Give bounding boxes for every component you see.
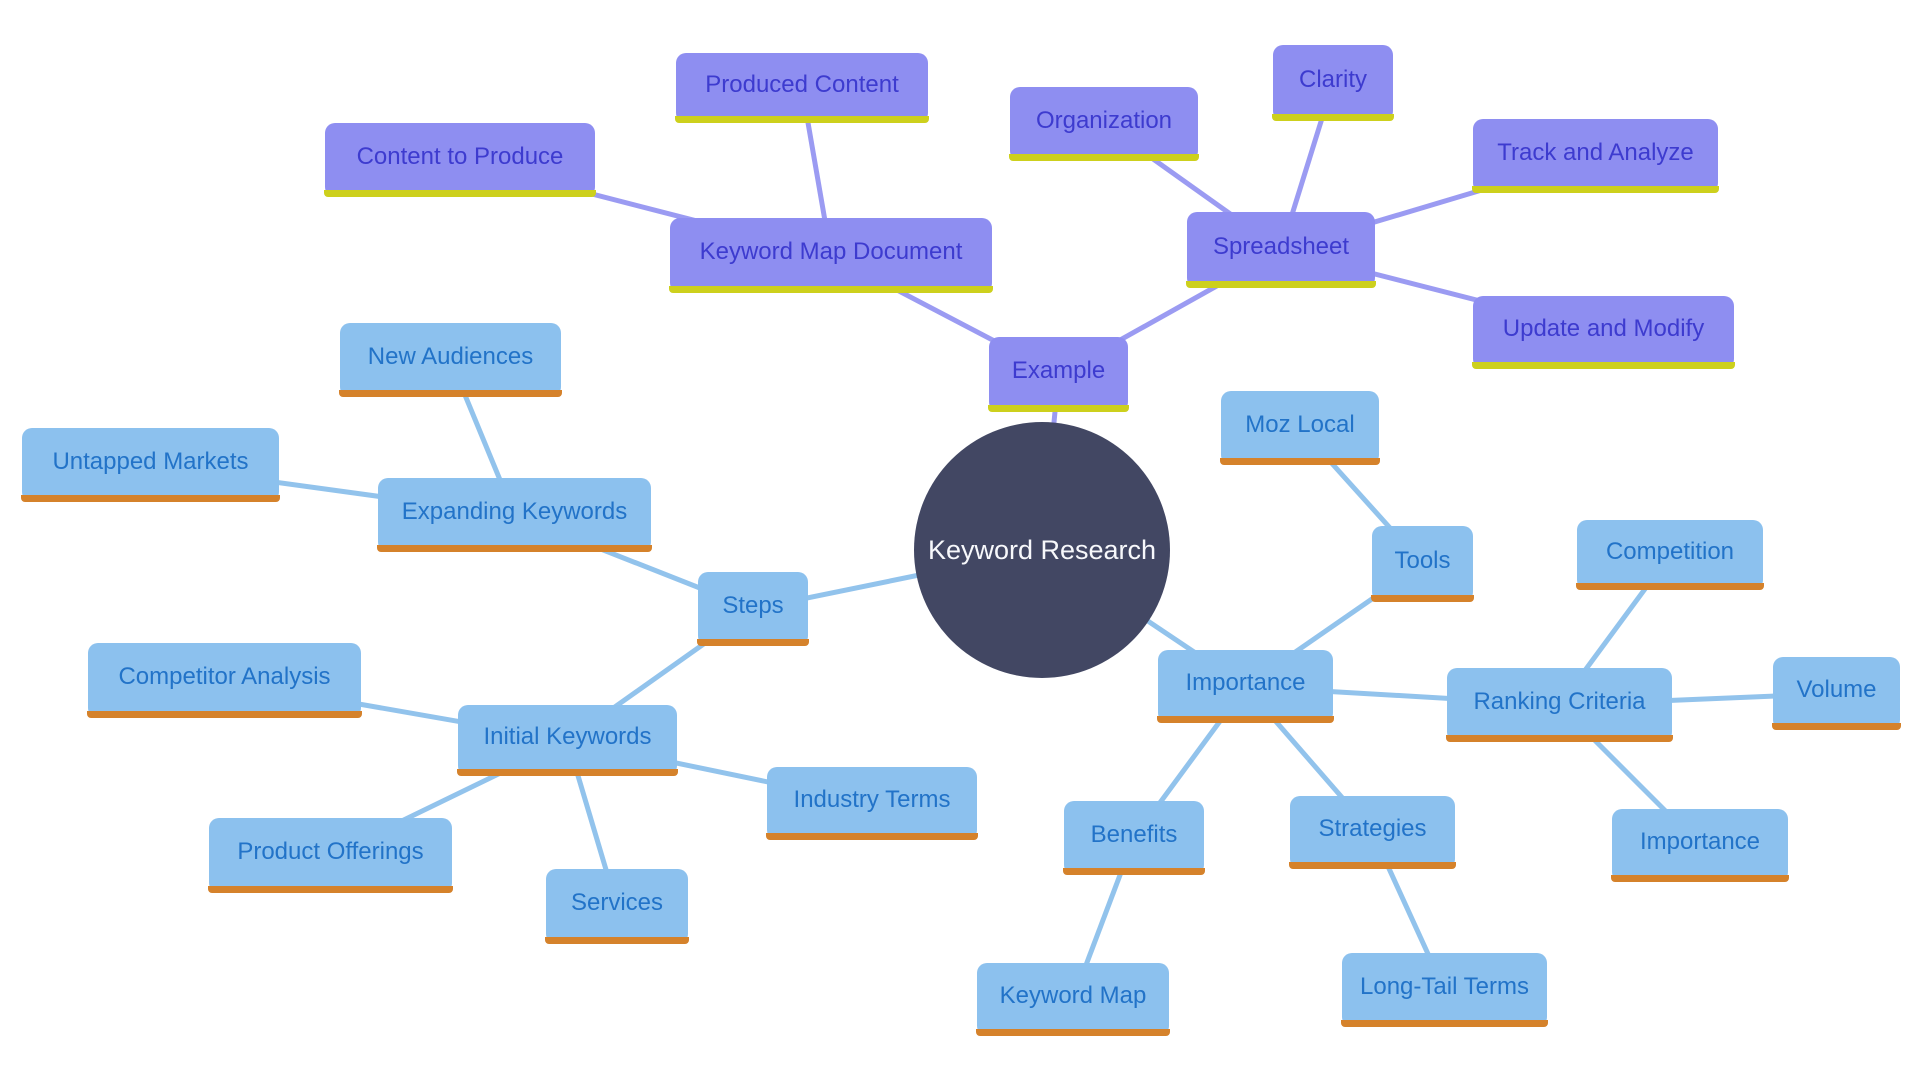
node-tools[interactable]: Tools: [1371, 526, 1474, 602]
node-underline-bar: [1186, 281, 1376, 288]
node-label: Expanding Keywords: [401, 497, 628, 525]
node-underline-bar: [1371, 595, 1474, 602]
node-underline-bar: [1157, 716, 1334, 723]
node-underline-bar: [669, 286, 993, 293]
node-label: Clarity: [1298, 65, 1367, 93]
node-underline-bar: [457, 769, 678, 776]
node-label: Competition: [1605, 537, 1735, 565]
node-long-tail-terms[interactable]: Long-Tail Terms: [1341, 953, 1548, 1027]
node-underline-bar: [1446, 735, 1673, 742]
node-label: Product Offerings: [237, 838, 424, 865]
node-spreadsheet[interactable]: Spreadsheet: [1186, 212, 1376, 288]
node-label: Importance: [1185, 669, 1306, 696]
node-label: Organization: [1035, 106, 1173, 134]
node-underline-bar: [1220, 458, 1380, 465]
node-label: Keyword Map Document: [699, 238, 963, 265]
node-new-audiences[interactable]: New Audiences: [339, 323, 562, 397]
node-underline-bar: [1611, 875, 1789, 882]
node-update-and-modify[interactable]: Update and Modify: [1472, 296, 1735, 369]
node-label: Services: [570, 889, 664, 916]
node-label: Update and Modify: [1502, 315, 1705, 342]
node-volume[interactable]: Volume: [1772, 657, 1901, 730]
node-importance-leaf[interactable]: Importance: [1611, 809, 1789, 882]
node-example[interactable]: Example: [988, 337, 1129, 412]
node-organization[interactable]: Organization: [1009, 87, 1199, 161]
node-strategies[interactable]: Strategies: [1289, 796, 1456, 869]
node-underline-bar: [339, 390, 562, 397]
node-label: Initial Keywords: [483, 723, 652, 750]
node-label: Benefits: [1090, 820, 1178, 848]
node-underline-bar: [1272, 114, 1394, 121]
node-underline-bar: [766, 833, 978, 840]
node-competitor-analysis[interactable]: Competitor Analysis: [87, 643, 362, 718]
node-underline-bar: [545, 937, 689, 944]
node-label: Track and Analyze: [1497, 138, 1694, 166]
node-underline-bar: [976, 1029, 1170, 1036]
central-topic-keyword-research[interactable]: Keyword Research: [914, 422, 1170, 678]
node-keyword-map[interactable]: Keyword Map: [976, 963, 1170, 1036]
node-untapped-markets[interactable]: Untapped Markets: [21, 428, 280, 502]
node-label: Ranking Criteria: [1473, 687, 1646, 715]
node-benefits[interactable]: Benefits: [1063, 801, 1205, 875]
node-label: Tools: [1394, 546, 1451, 574]
node-initial-keywords[interactable]: Initial Keywords: [457, 705, 678, 776]
node-label: Example: [1011, 357, 1106, 384]
node-label: New Audiences: [367, 342, 534, 370]
node-label: Untapped Markets: [52, 447, 249, 475]
node-competition[interactable]: Competition: [1576, 520, 1764, 590]
node-moz-local[interactable]: Moz Local: [1220, 391, 1380, 465]
node-importance-hub[interactable]: Importance: [1157, 650, 1334, 723]
node-label: Volume: [1796, 676, 1877, 703]
node-ranking-criteria[interactable]: Ranking Criteria: [1446, 668, 1673, 742]
node-industry-terms[interactable]: Industry Terms: [766, 767, 978, 840]
node-content-to-produce[interactable]: Content to Produce: [324, 123, 596, 197]
node-label: Content to Produce: [356, 142, 564, 170]
node-track-and-analyze[interactable]: Track and Analyze: [1472, 119, 1719, 193]
node-underline-bar: [988, 405, 1129, 412]
node-product-offerings[interactable]: Product Offerings: [208, 818, 453, 893]
node-underline-bar: [675, 116, 929, 123]
node-keyword-map-document[interactable]: Keyword Map Document: [669, 218, 993, 293]
node-underline-bar: [1009, 154, 1199, 161]
node-underline-bar: [1472, 186, 1719, 193]
node-label: Industry Terms: [793, 786, 951, 813]
node-services[interactable]: Services: [545, 869, 689, 944]
node-underline-bar: [1341, 1020, 1548, 1027]
node-underline-bar: [1472, 362, 1735, 369]
node-produced-content[interactable]: Produced Content: [675, 53, 929, 123]
node-underline-bar: [377, 545, 652, 552]
node-label: Spreadsheet: [1212, 232, 1350, 260]
node-label: Moz Local: [1245, 410, 1355, 438]
node-expanding-keywords[interactable]: Expanding Keywords: [377, 478, 652, 552]
node-underline-bar: [1063, 868, 1205, 875]
node-underline-bar: [208, 886, 453, 893]
node-underline-bar: [697, 639, 809, 646]
node-underline-bar: [21, 495, 280, 502]
node-underline-bar: [324, 190, 596, 197]
node-label: Steps: [722, 591, 784, 619]
node-underline-bar: [87, 711, 362, 718]
node-underline-bar: [1289, 862, 1456, 869]
node-label: Long-Tail Terms: [1360, 972, 1529, 1000]
node-underline-bar: [1576, 583, 1764, 590]
node-steps[interactable]: Steps: [697, 572, 809, 646]
node-clarity[interactable]: Clarity: [1272, 45, 1394, 121]
node-label: Strategies: [1318, 815, 1427, 842]
node-label: Produced Content: [705, 70, 899, 98]
node-label: Importance: [1639, 828, 1761, 855]
node-label: Competitor Analysis: [118, 663, 331, 690]
node-label: Keyword Map: [999, 982, 1147, 1009]
node-underline-bar: [1772, 723, 1901, 730]
